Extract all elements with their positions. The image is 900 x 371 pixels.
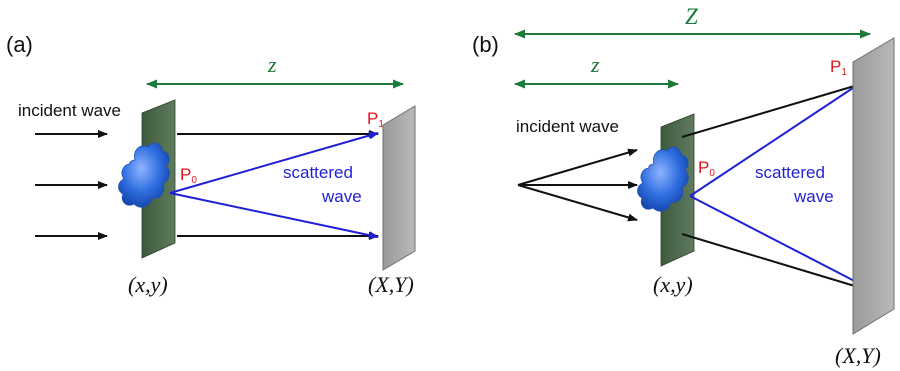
- panel-b-scattered-arrow-down: [689, 195, 869, 289]
- panel-b-label: (b): [472, 32, 499, 57]
- panel-b-scattered-label-line2: wave: [793, 187, 834, 206]
- panel-a-detector-coords: (X,Y): [368, 272, 414, 297]
- panel-b-incident-wave-label: incident wave: [516, 117, 619, 136]
- panel-a-scattered-arrow-up: [169, 131, 379, 194]
- panel-a-scattered-label-line1: scattered: [283, 163, 353, 182]
- panel-b-sample-object: [637, 146, 689, 212]
- panel-b-p1-label: P1: [830, 57, 847, 78]
- panel-a-label: (a): [6, 32, 33, 57]
- panel-b-detector-coords: (X,Y): [835, 343, 881, 368]
- panel-b-Z-label: Z: [685, 4, 698, 29]
- panel-a-detector-plane: [382, 105, 416, 271]
- panel-b-scattered-arrow-up: [689, 77, 869, 197]
- panel-b-scattered-label-line1: scattered: [755, 163, 825, 182]
- panel-b-transmitted-arrow-top: [681, 80, 869, 138]
- panel-a-object-coords: (x,y): [128, 272, 168, 297]
- panel-a-sample-object: [118, 142, 170, 208]
- panel-a-incident-wave-label: incident wave: [18, 101, 121, 120]
- panel-b: (b) Z z incident wave P0 P1 sca: [472, 4, 895, 368]
- panel-a-z-label: z: [267, 52, 277, 77]
- panel-b-transmitted-arrow-bottom: [681, 233, 869, 292]
- panel-b-object-coords: (x,y): [653, 272, 693, 297]
- panel-a-p0-label: P0: [180, 165, 197, 186]
- panel-b-z-label: z: [590, 52, 600, 77]
- panel-b-p0-label: P0: [698, 158, 715, 179]
- panel-b-incident-arrow-down: [517, 184, 638, 222]
- panel-a: (a) z incident wave P0 P1 scattered wave: [6, 32, 416, 297]
- panel-a-scattered-label-line2: wave: [321, 187, 362, 206]
- panel-b-incident-arrow-up: [517, 148, 638, 186]
- panel-a-p1-label: P1: [367, 109, 384, 130]
- panel-b-detector-plane: [852, 37, 895, 335]
- panel-a-scattered-arrow-down: [169, 192, 379, 240]
